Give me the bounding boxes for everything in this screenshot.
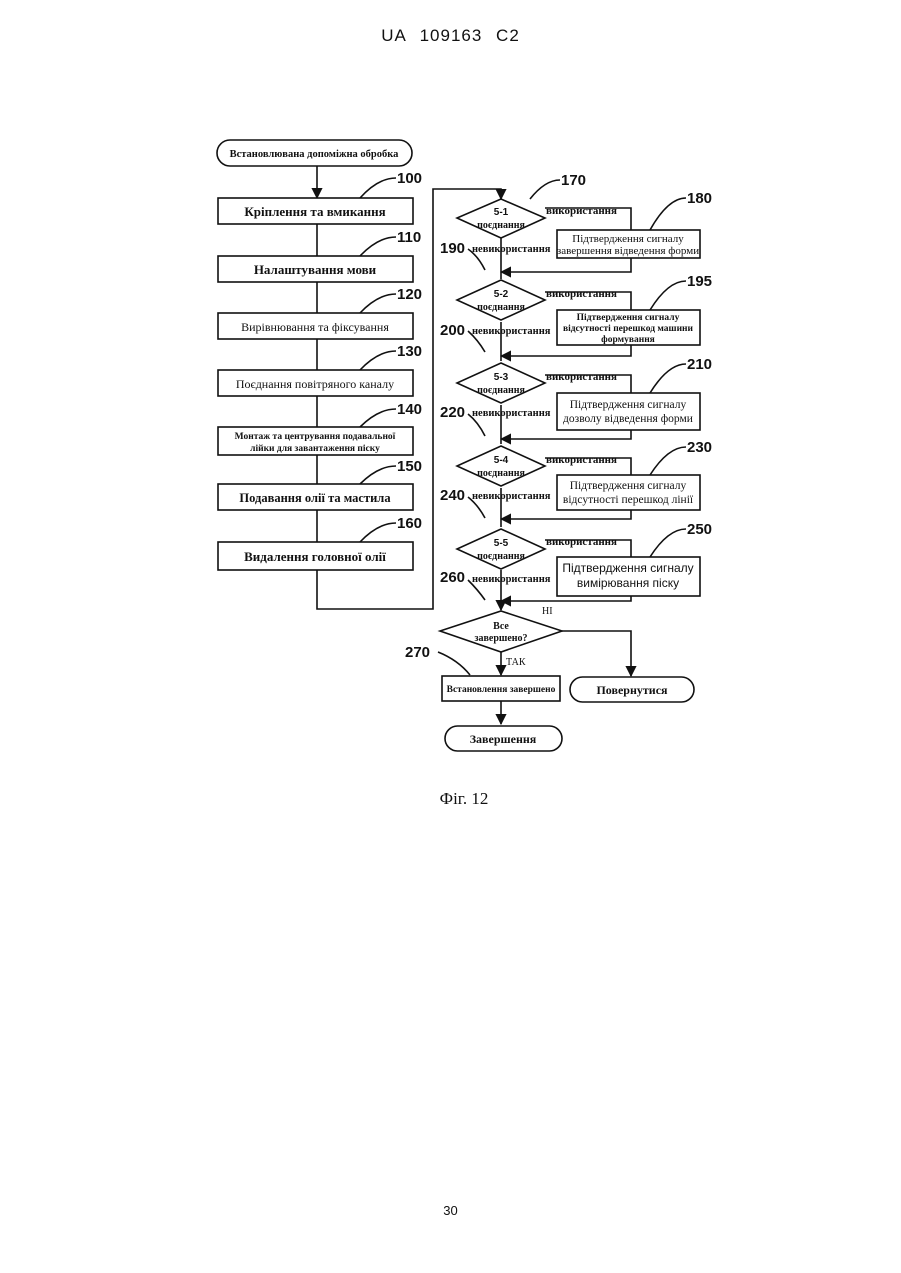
ref-160: 160	[397, 515, 422, 532]
ref-220: 220	[440, 404, 465, 421]
ref-250: 250	[687, 521, 712, 538]
decision-5-2-text: поєднання	[477, 302, 525, 313]
decision-5-4-text: поєднання	[477, 468, 525, 479]
decision-5-4-no: невикористання	[472, 491, 551, 502]
decision-5-3-id: 5-3	[494, 372, 509, 383]
step-270: Встановлення завершено 270	[405, 644, 560, 701]
decision-5-5-yes: використання	[546, 536, 617, 548]
ref-140: 140	[397, 401, 422, 418]
confirm-210-line2: дозволу відведення форми	[563, 413, 693, 425]
confirm-250-line2: вимірювання піску	[577, 576, 679, 590]
ref-200: 200	[440, 322, 465, 339]
ref-180: 180	[687, 190, 712, 207]
decision-5-3-text: поєднання	[477, 385, 525, 396]
step-270-label: Встановлення завершено	[447, 685, 556, 695]
decision-5-3-no: невикористання	[472, 408, 551, 419]
confirm-210: Підтвердження сигналу дозволу відведення…	[557, 356, 712, 430]
decision-5-1-no: невикористання	[472, 244, 551, 255]
step-140-label-line2: лійки для завантаження піску	[250, 443, 380, 454]
step-100-label: Кріплення та вмикання	[244, 204, 385, 219]
confirm-230: Підтвердження сигналу відсутності перешк…	[557, 439, 712, 510]
decision-5-5-no: невикористання	[472, 574, 551, 585]
page-number: 30	[0, 1203, 901, 1218]
step-130-label: Поєднання повітряного каналу	[236, 377, 394, 391]
ref-110: 110	[397, 229, 421, 246]
decision-5-2-yes: використання	[546, 288, 617, 300]
ref-195: 195	[687, 273, 712, 290]
decision-5-4-yes: використання	[546, 454, 617, 466]
ref-270: 270	[405, 644, 430, 661]
return-terminal: Повернутися	[570, 677, 694, 702]
confirm-250: Підтвердження сигналу вимірювання піску …	[557, 521, 712, 596]
confirm-195-line1: Підтвердження сигналу	[577, 312, 680, 323]
start-terminal-label: Встановлювана допоміжна обробка	[230, 149, 400, 160]
ref-240: 240	[440, 487, 465, 504]
decision-all-done-line1: Все	[493, 621, 509, 632]
step-120-label: Вирівнювання та фіксування	[241, 320, 389, 334]
decision-5-1-id: 5-1	[494, 207, 509, 218]
decision-5-1-text: поєднання	[477, 220, 525, 231]
ref-260: 260	[440, 569, 465, 586]
decision-5-2-no: невикористання	[472, 326, 551, 337]
step-160-label: Видалення головної олії	[244, 549, 386, 564]
ref-190: 190	[440, 240, 465, 257]
confirm-180-line2: завершення відведення форми	[557, 245, 699, 257]
confirm-230-line1: Підтвердження сигналу	[570, 480, 687, 492]
confirm-195-line2: відсутності перешкод машини	[563, 323, 694, 334]
step-110-label: Налаштування мови	[254, 262, 377, 277]
decision-no-label: НІ	[542, 606, 553, 617]
decision-all-done-line2: завершено?	[474, 633, 527, 644]
start-terminal: Встановлювана допоміжна обробка	[217, 140, 412, 166]
end-terminal-label: Завершення	[470, 732, 537, 746]
ref-170: 170	[561, 172, 586, 189]
figure-caption: Фіг. 12	[440, 789, 489, 808]
step-150-label: Подавання олії та мастила	[239, 491, 391, 505]
confirm-180: Підтвердження сигналу завершення відведе…	[557, 190, 712, 258]
ref-230: 230	[687, 439, 712, 456]
ref-130: 130	[397, 343, 422, 360]
ref-150: 150	[397, 458, 422, 475]
ref-210: 210	[687, 356, 712, 373]
end-terminal: Завершення	[445, 726, 562, 751]
confirm-195: Підтвердження сигналу відсутності перешк…	[557, 273, 712, 345]
confirm-210-line1: Підтвердження сигналу	[570, 399, 687, 411]
decision-5-1-yes: використання	[546, 205, 617, 217]
ref-100: 100	[397, 170, 422, 187]
decision-5-4-id: 5-4	[494, 455, 509, 466]
confirm-250-line1: Підтвердження сигналу	[562, 561, 693, 575]
decision-5-5-id: 5-5	[494, 538, 509, 549]
ref-120: 120	[397, 286, 422, 303]
step-140-label-line1: Монтаж та центрування подавальної	[235, 432, 396, 442]
confirm-195-line3: формування	[601, 334, 655, 345]
decision-5-5-text: поєднання	[477, 551, 525, 562]
decision-5-3-yes: використання	[546, 371, 617, 383]
confirm-230-line2: відсутності перешкод лінії	[563, 494, 694, 506]
confirm-180-line1: Підтвердження сигналу	[572, 233, 684, 245]
decision-yes-label: ТАК	[506, 657, 526, 668]
return-terminal-label: Повернутися	[596, 683, 668, 697]
decision-5-2-id: 5-2	[494, 289, 509, 300]
